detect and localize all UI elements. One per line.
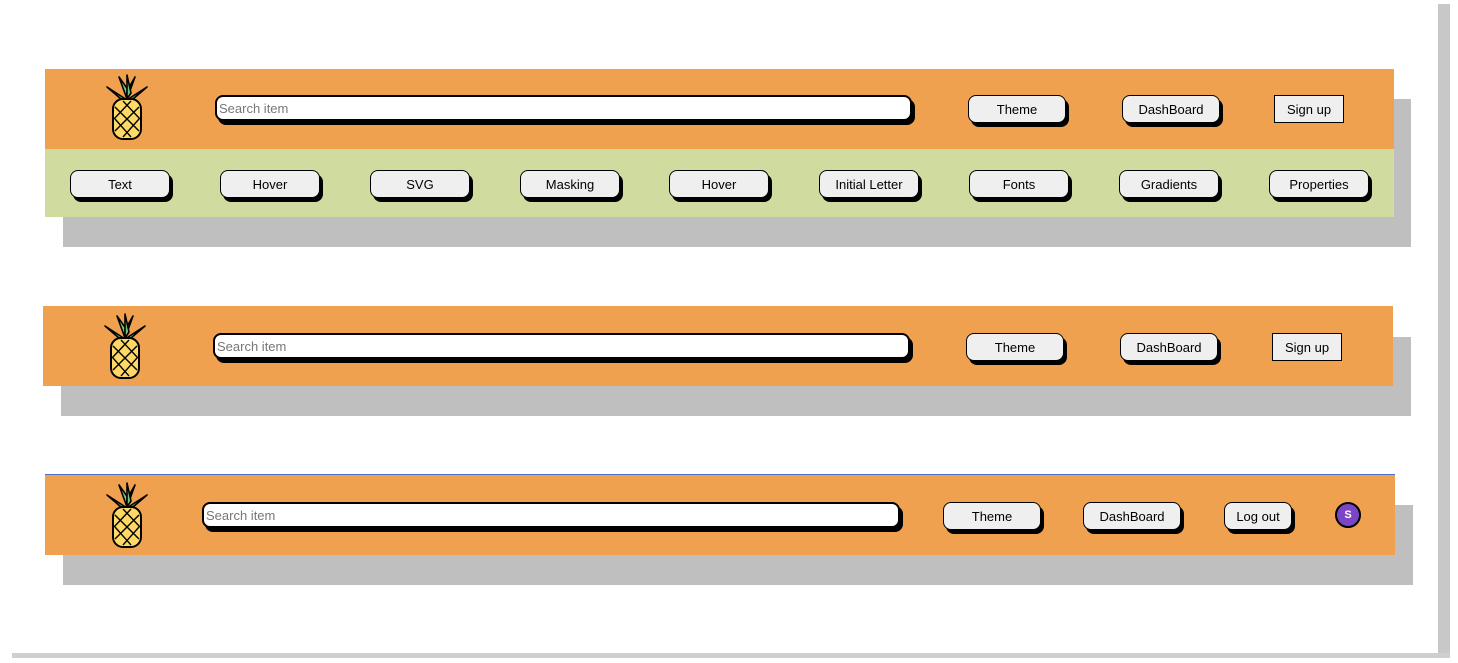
subnav-item-gradients[interactable]: Gradients xyxy=(1119,170,1219,198)
subnav: Text Hover SVG Masking Hover Initial Let… xyxy=(45,149,1394,217)
subnav-item-masking[interactable]: Masking xyxy=(520,170,620,198)
pineapple-icon xyxy=(104,313,146,379)
subnav-item-hover[interactable]: Hover xyxy=(220,170,320,198)
theme-button[interactable]: Theme xyxy=(966,333,1064,361)
subnav-item-fonts[interactable]: Fonts xyxy=(969,170,1069,198)
search-input[interactable] xyxy=(215,95,912,121)
theme-button[interactable]: Theme xyxy=(968,95,1066,123)
subnav-item-svg[interactable]: SVG xyxy=(370,170,470,198)
subnav-item-initial-letter[interactable]: Initial Letter xyxy=(819,170,919,198)
navbar-2: Theme DashBoard Sign up xyxy=(43,306,1393,386)
subnav-item-text[interactable]: Text xyxy=(70,170,170,198)
page-shadow-bottom xyxy=(12,653,1450,658)
subnav-item-hover-2[interactable]: Hover xyxy=(669,170,769,198)
theme-button[interactable]: Theme xyxy=(943,502,1041,530)
subnav-item-properties[interactable]: Properties xyxy=(1269,170,1369,198)
pineapple-icon xyxy=(106,74,148,140)
log-out-button[interactable]: Log out xyxy=(1224,502,1292,530)
pineapple-icon xyxy=(106,482,148,548)
avatar[interactable]: S xyxy=(1335,502,1361,528)
page-shadow-right xyxy=(1438,4,1450,656)
dashboard-button[interactable]: DashBoard xyxy=(1120,333,1218,361)
sign-up-button[interactable]: Sign up xyxy=(1272,333,1342,361)
navbar-1: Theme DashBoard Sign up xyxy=(45,69,1394,149)
navbar-3-top-border xyxy=(45,474,1395,475)
sign-up-button[interactable]: Sign up xyxy=(1274,95,1344,123)
dashboard-button[interactable]: DashBoard xyxy=(1122,95,1220,123)
dashboard-button[interactable]: DashBoard xyxy=(1083,502,1181,530)
search-input[interactable] xyxy=(202,502,900,528)
navbar-3: Theme DashBoard Log out S xyxy=(45,475,1395,555)
search-input[interactable] xyxy=(213,333,910,359)
